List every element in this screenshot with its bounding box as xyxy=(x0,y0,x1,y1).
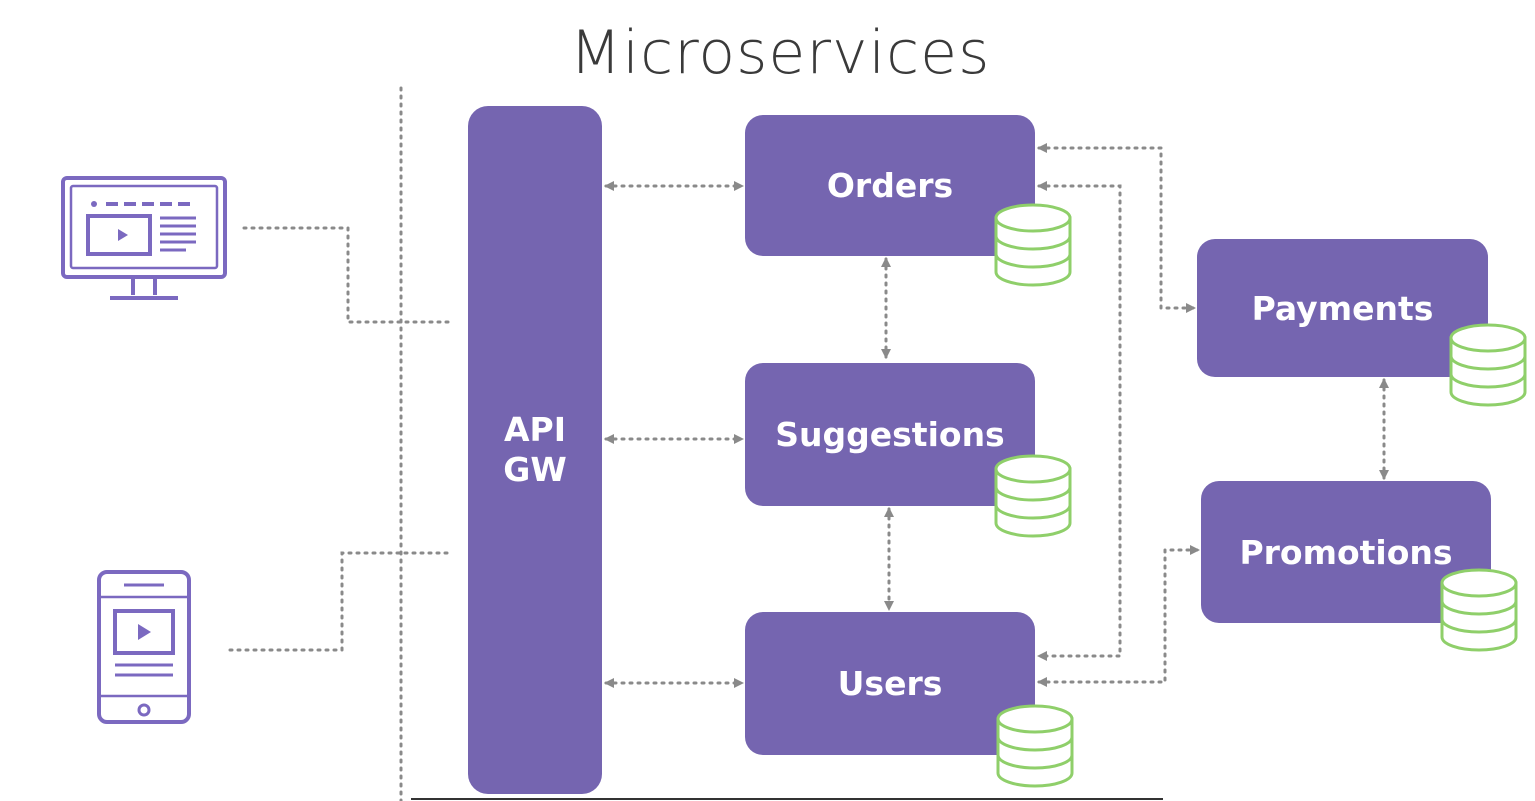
promotions-service-label: Promotions xyxy=(1239,532,1453,572)
users-service-box[interactable]: Users xyxy=(745,612,1035,755)
gateway-label: API GW xyxy=(503,410,567,490)
payments-service-label: Payments xyxy=(1251,288,1434,328)
gateway-label-line2: GW xyxy=(503,450,567,489)
page-title: Microservices xyxy=(569,18,991,88)
orders-users-connector xyxy=(1037,181,1122,661)
mobile-to-gateway-connector xyxy=(228,551,454,652)
suggestions-service-box[interactable]: Suggestions xyxy=(745,363,1035,506)
users-service-label: Users xyxy=(837,664,943,703)
gateway-label-line1: API xyxy=(503,410,566,449)
orders-payments-connector xyxy=(1037,143,1196,313)
api-gateway-box[interactable]: API GW xyxy=(468,106,602,794)
suggestions-service-label: Suggestions xyxy=(775,415,1005,454)
desktop-monitor-icon xyxy=(61,176,227,300)
payments-service-box[interactable]: Payments xyxy=(1197,239,1488,377)
orders-service-box[interactable]: Orders xyxy=(745,115,1035,256)
desktop-to-gateway-connector xyxy=(242,226,452,324)
mobile-tablet-icon xyxy=(97,570,191,724)
promotions-service-box[interactable]: Promotions xyxy=(1201,481,1491,623)
orders-service-label: Orders xyxy=(826,166,954,205)
users-promotions-connector xyxy=(1037,545,1200,687)
